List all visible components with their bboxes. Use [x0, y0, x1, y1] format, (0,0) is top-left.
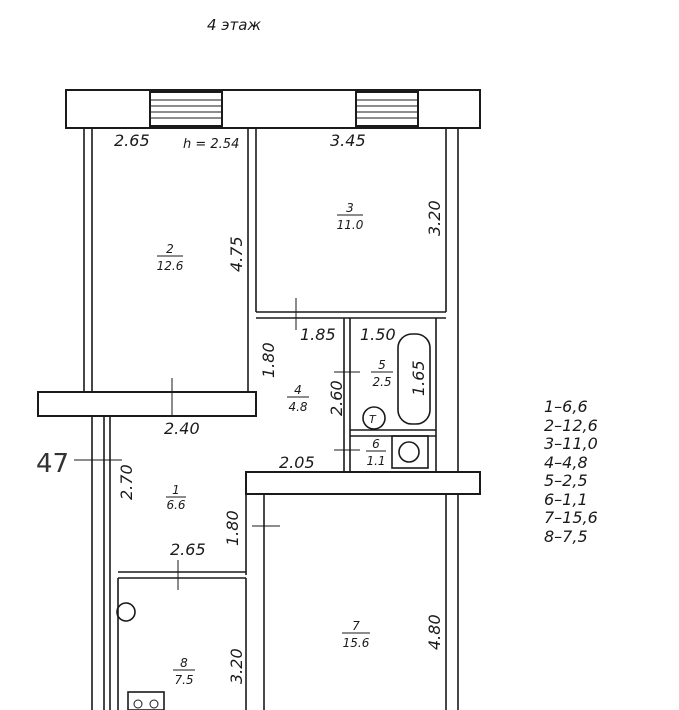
legend-item: 6–1,1 [544, 489, 588, 509]
svg-text:3: 3 [346, 201, 354, 215]
svg-text:6: 6 [372, 437, 380, 451]
ceiling-height: h = 2.54 [183, 137, 239, 152]
walls [37, 128, 481, 710]
marker-47: 47 [36, 449, 69, 479]
legend-item: 2–12,6 [544, 415, 598, 435]
gas-meter-fixture [116, 602, 136, 622]
room-label-8: 8 7.5 [173, 656, 195, 687]
room-label-2: 2 12.6 [157, 242, 184, 273]
svg-text:2.5: 2.5 [372, 375, 391, 389]
legend-item: 3–11,0 [544, 434, 598, 453]
svg-text:11.0: 11.0 [337, 218, 364, 232]
dim-2-65-lower: 2.65 [170, 540, 206, 559]
svg-text:5: 5 [378, 358, 386, 372]
dim-2-65-top: 2.65 [114, 131, 150, 150]
toilet-fixture: Т [362, 406, 386, 430]
dim-2-40: 2.40 [164, 419, 200, 438]
room-label-5: 5 2.5 [371, 358, 393, 389]
svg-text:8: 8 [180, 656, 188, 670]
dim-1-50: 1.50 [360, 325, 396, 344]
dim-3-20-lower: 3.20 [227, 648, 246, 684]
svg-text:4.8: 4.8 [288, 400, 307, 414]
svg-text:6.6: 6.6 [166, 498, 185, 512]
floor-title: 4 этаж [207, 16, 261, 34]
svg-text:4: 4 [294, 383, 302, 397]
room-label-7: 7 15.6 [342, 619, 370, 650]
bathtub [397, 333, 431, 425]
dim-1-65: 1.65 [409, 360, 428, 396]
legend-item: 5–2,5 [544, 471, 588, 490]
dim-4-75: 4.75 [227, 236, 246, 272]
dim-3-20-right: 3.20 [425, 200, 444, 236]
area-legend: 1–6,6 2–12,6 3–11,0 4–4,8 5–2,5 6–1,1 7–… [544, 397, 634, 546]
dim-1-85: 1.85 [300, 325, 336, 344]
legend-item: 4–4,8 [544, 452, 588, 472]
legend-item: 1–6,6 [544, 397, 588, 416]
room-label-3: 3 11.0 [337, 201, 364, 232]
svg-text:1.1: 1.1 [366, 454, 385, 468]
dim-2-60: 2.60 [327, 380, 346, 416]
dim-2-05: 2.05 [279, 453, 315, 472]
room-labels: 1 6.6 2 12.6 3 11.0 4 4.8 5 2.5 6 1.1 [157, 201, 393, 687]
room-label-6: 6 1.1 [366, 437, 386, 468]
legend-item: 8–7,5 [544, 526, 588, 546]
exterior-wall-top [65, 89, 481, 129]
room-label-1: 1 6.6 [166, 483, 186, 512]
dim-2-70: 2.70 [117, 464, 136, 500]
dim-1-80-lower: 1.80 [223, 510, 242, 546]
svg-text:15.6: 15.6 [343, 636, 370, 650]
fixture-label: Т [369, 413, 377, 426]
svg-text:2: 2 [166, 242, 174, 256]
dim-1-80-upper: 1.80 [259, 342, 278, 378]
svg-text:7: 7 [352, 619, 360, 633]
room-label-4: 4 4.8 [287, 383, 309, 414]
sink-fixture [391, 435, 429, 469]
dimensions: 2.65 3.45 3.20 4.75 1.85 1.50 1.65 1.80 … [114, 131, 444, 684]
dim-3-45: 3.45 [330, 131, 366, 150]
stove-fixture [127, 691, 165, 710]
svg-text:1: 1 [172, 483, 180, 497]
svg-text:7.5: 7.5 [174, 673, 193, 687]
legend-item: 7–15,6 [544, 508, 598, 527]
svg-text:12.6: 12.6 [157, 259, 184, 273]
dim-4-80: 4.80 [425, 614, 444, 650]
